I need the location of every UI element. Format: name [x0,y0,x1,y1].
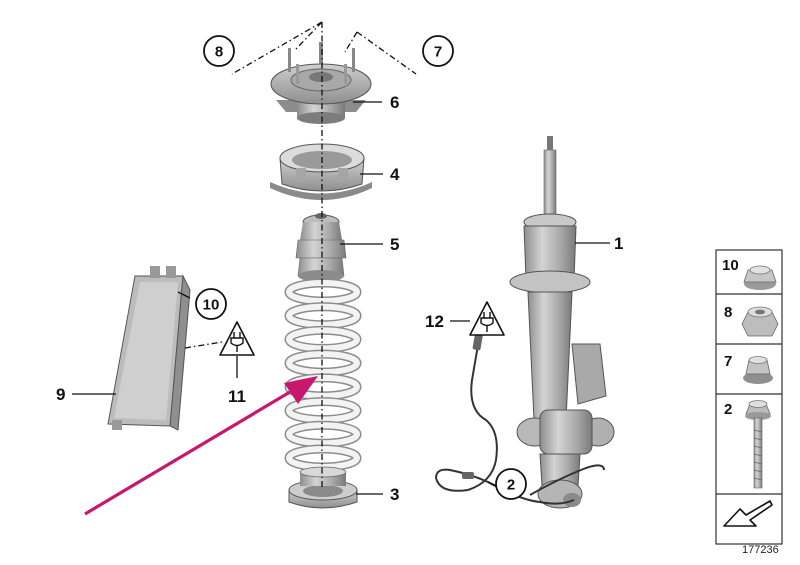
callout-10-label: 10 [203,297,220,314]
callout-2-circle: 2 [495,468,527,500]
callout-12-label: 12 [425,312,444,331]
callout-6-label: 6 [390,93,399,112]
highlight-arrow [84,376,318,516]
warning-triangle-plug-icon [469,301,505,336]
bump-stop-part [295,213,347,282]
legend-7-label: 7 [724,353,732,370]
callout-5-label: 5 [390,235,399,254]
leader-lines [72,21,610,495]
callout-7-circle: 7 [422,35,454,67]
callout-2-label: 2 [507,477,515,494]
callout-9-label: 9 [56,385,65,404]
legend-8-label: 8 [724,304,732,321]
shock-absorber-part [509,136,615,509]
callout-7-label: 7 [434,44,442,61]
arrow-diagonal-icon [723,500,773,527]
callout-8-label: 8 [215,44,223,61]
coil-spring-part [284,278,362,472]
hex-nut-icon [741,306,779,337]
fastener-legend: 10 8 7 2 [715,249,783,545]
control-module-part [107,266,191,431]
flange-nut-icon [743,265,777,290]
top-mount-part [270,42,372,124]
reference-number: 177236 [742,544,779,556]
callout-1-label: 1 [614,234,623,253]
bolt-icon [745,400,771,489]
callout-4-label: 4 [390,165,400,184]
lower-spring-seat-part [288,466,358,509]
callout-10-circle: 10 [195,288,227,320]
washer-nut-icon [743,356,773,384]
callout-11-label: 11 [228,387,246,406]
callout-3-label: 3 [390,485,399,504]
warning-triangle-plug-icon [219,321,255,356]
upper-spring-seat-part [270,143,372,200]
legend-10-label: 10 [722,257,739,274]
callout-8-circle: 8 [203,35,235,67]
legend-2-label: 2 [724,401,732,418]
